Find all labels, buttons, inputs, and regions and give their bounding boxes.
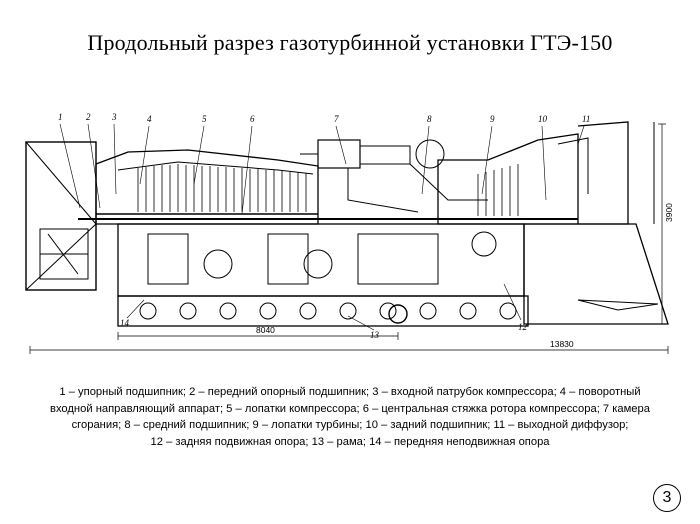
- legend-line-2: входной направляющий аппарат; 5 – лопатк…: [50, 402, 650, 415]
- callout-9: 9: [490, 114, 495, 124]
- callout-labels: 1 2 3 4 5 6 7 8 9 10 11 12 13 14: [58, 112, 590, 340]
- legend-line-1: 1 – упорный подшипник; 2 – передний опор…: [59, 386, 641, 398]
- legend-line-3: сгорания; 8 – средний подшипник; 9 – лоп…: [71, 419, 629, 431]
- support-frame: [117, 223, 529, 327]
- dimension-height: 3900: [664, 203, 674, 222]
- callout-5: 5: [202, 114, 207, 124]
- callout-14: 14: [120, 318, 130, 328]
- callout-2: 2: [86, 112, 91, 122]
- page-title: Продольный разрез газотурбинной установк…: [87, 30, 613, 55]
- inlet-duct: [25, 141, 97, 291]
- callout-1: 1: [58, 112, 63, 122]
- slide-number-badge: 3: [653, 484, 681, 512]
- callout-6: 6: [250, 114, 255, 124]
- exhaust-diffuser: [523, 121, 669, 325]
- callout-3: 3: [111, 112, 117, 122]
- callout-leaders: [59, 123, 585, 331]
- dimension-frame-length: 8040: [256, 325, 275, 335]
- dimension-lines: [29, 123, 669, 354]
- callout-12: 12: [518, 322, 528, 332]
- callout-11: 11: [582, 114, 590, 124]
- figure-legend: 1 – упорный подшипник; 2 – передний опор…: [18, 384, 682, 450]
- callout-10: 10: [538, 114, 548, 124]
- callout-7: 7: [334, 114, 339, 124]
- combustion-chamber: [300, 139, 488, 213]
- legend-line-4: 12 – задняя подвижная опора; 13 – рама; …: [150, 435, 550, 448]
- callout-13: 13: [370, 330, 380, 340]
- compressor-blades: [137, 164, 307, 212]
- callout-8: 8: [427, 114, 432, 124]
- dimension-total-length: 13830: [550, 339, 574, 349]
- compressor-casing: [95, 149, 319, 225]
- turbine-section-drawing: 1 2 3 4 5 6 7 8 9 10 11 12 13 14 8040 13…: [25, 112, 674, 354]
- callout-4: 4: [147, 114, 152, 124]
- turbine-section: [437, 133, 579, 225]
